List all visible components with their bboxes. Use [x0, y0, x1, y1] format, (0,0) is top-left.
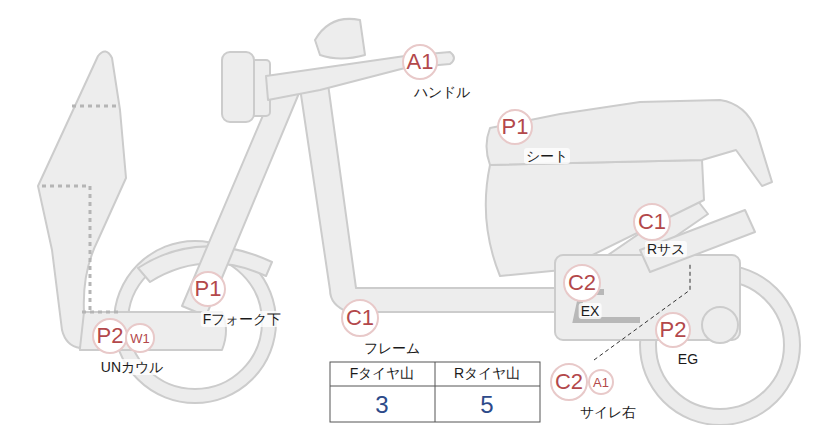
- table-header: Rタイヤ山: [454, 366, 520, 381]
- callout-circle: C2サイレ右: [550, 363, 588, 401]
- part-name: EG: [676, 351, 700, 367]
- callout-circle: P2UNカウル: [92, 318, 129, 355]
- callout-code: A1: [407, 51, 434, 73]
- callout-code: P1: [195, 278, 222, 300]
- callout-circle: P1Fフォーク下: [190, 271, 227, 308]
- part-name: ハンドル: [412, 84, 472, 100]
- callout-code: C2: [568, 272, 596, 294]
- callout-code: C1: [346, 307, 374, 329]
- small-callout-circle: W1: [125, 323, 155, 353]
- table-value: 5: [480, 392, 493, 418]
- callout-code: P2: [660, 319, 687, 341]
- callout-circle: C2EX: [563, 264, 601, 302]
- part-name: フレーム: [362, 340, 422, 356]
- callout-circle: P2EG: [655, 312, 692, 349]
- callout-code: A1: [593, 376, 609, 389]
- callout-circle: P1シート: [497, 109, 534, 146]
- part-name: シート: [524, 148, 570, 164]
- small-callout-circle: A1: [588, 369, 614, 395]
- callout-circle: A1ハンドル: [402, 44, 439, 81]
- callout-code: P1: [502, 116, 529, 138]
- callout-circle: C1Rサス: [633, 203, 671, 241]
- table-header: Fタイヤ山: [350, 366, 415, 381]
- part-name: Rサス: [645, 241, 687, 257]
- callout-code: C2: [555, 371, 583, 393]
- callout-code: P2: [97, 325, 124, 347]
- callout-code: C1: [638, 211, 666, 233]
- part-name: EX: [579, 303, 602, 319]
- part-name: サイレ右: [578, 404, 638, 420]
- callout-code: W1: [130, 332, 150, 345]
- table-value: 3: [375, 392, 388, 418]
- part-name: UNカウル: [99, 359, 165, 375]
- part-name: Fフォーク下: [201, 311, 284, 327]
- callout-circle: C1フレーム: [341, 299, 379, 337]
